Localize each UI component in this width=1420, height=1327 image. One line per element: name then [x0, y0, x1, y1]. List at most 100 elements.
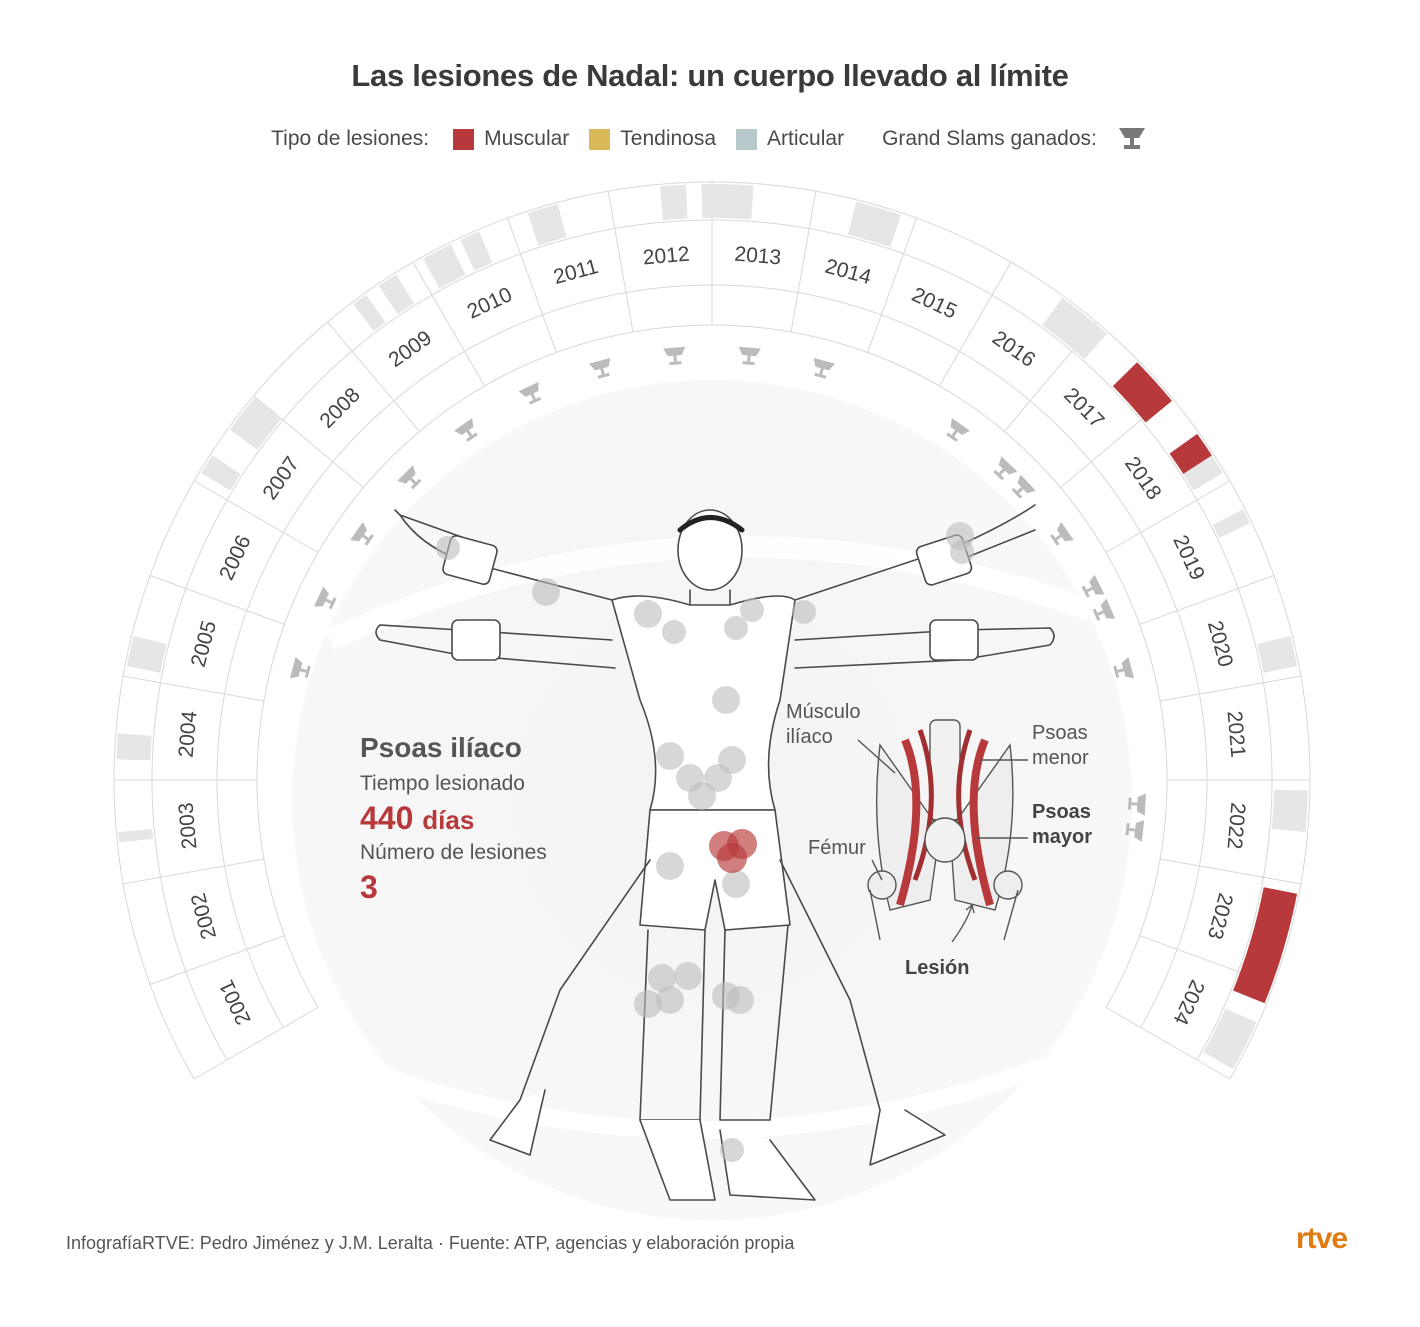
year-divider: [939, 261, 1012, 387]
injury-info-panel: Psoas ilíaco Tiempo lesionado 440 días N…: [360, 732, 547, 910]
head: [677, 509, 743, 591]
year-label-2004: 2004: [175, 710, 202, 759]
year-label-2005: 2005: [187, 618, 221, 669]
trophy-icon: [1118, 128, 1145, 149]
legend-injury-type-label: Tipo de lesiones:: [271, 127, 430, 150]
year-label-2003: 2003: [175, 802, 202, 851]
year-label-2021: 2021: [1222, 710, 1249, 759]
year-label-2002: 2002: [187, 891, 221, 942]
trophy-icon: [1011, 474, 1036, 499]
headband: [677, 515, 745, 533]
psoas-dot: [717, 843, 747, 873]
trophy-icon: [589, 357, 611, 379]
trophy-icon: [1050, 522, 1074, 546]
year-divider: [607, 190, 634, 332]
year-label-2009: 2009: [385, 326, 436, 372]
legend-swatch-muscular: [453, 128, 475, 150]
footer-credits: InfografíaRTVE: Pedro Jiménez y J.M. Ler…: [66, 1233, 795, 1253]
year-label-2006: 2006: [215, 532, 256, 584]
injury-bar-psoas: [1112, 362, 1172, 423]
year-label-2020: 2020: [1203, 618, 1237, 669]
year-divider: [149, 575, 285, 625]
injury-bar-other: [423, 244, 466, 289]
spread-legs: [519, 859, 881, 1111]
year-label-2001: 2001: [215, 976, 256, 1028]
trophy-icon: [813, 357, 835, 379]
left-arm-lower: [375, 624, 616, 669]
trophy-icon: [993, 456, 1018, 481]
injury-bar-other: [229, 396, 282, 450]
trophy-icon: [350, 522, 374, 546]
year-label-2019: 2019: [1168, 532, 1209, 584]
grand-slam-trophies: [289, 346, 1146, 842]
injury-count-label: Número de lesiones: [360, 841, 547, 864]
trophy-icon: [1081, 574, 1105, 598]
page-title: Las lesiones de Nadal: un cuerpo llevado…: [351, 58, 1069, 93]
trophy-icon: [314, 586, 337, 610]
injury-bar-other: [1203, 1008, 1257, 1069]
year-label-2008: 2008: [315, 383, 364, 432]
anno-psoas-mayor: Psoas mayor: [1032, 801, 1093, 848]
injury-bar-psoas: [1169, 433, 1212, 474]
rtve-logo: rtve: [1296, 1222, 1348, 1255]
year-divider: [149, 935, 285, 985]
injury-bar-psoas: [1233, 887, 1298, 1004]
injury-bar-other: [660, 184, 688, 221]
year-label-2017: 2017: [1059, 383, 1108, 432]
pelvis-illustration: [857, 719, 1028, 943]
injury-bar-other: [1212, 509, 1250, 539]
injury-bar-other: [116, 733, 152, 761]
legend-label-tendinosa: Tendinosa: [620, 127, 717, 150]
year-label-2011: 2011: [551, 255, 601, 289]
left-wristband: [451, 619, 501, 661]
legend: Tipo de lesiones: Muscular Tendinosa Art…: [0, 126, 1420, 152]
anno-musculo-iliaco: Músculo ilíaco: [786, 701, 861, 748]
legend-label-muscular: Muscular: [484, 127, 570, 150]
trophy-icon: [1113, 657, 1135, 679]
trophy-icon: [1092, 598, 1116, 621]
trophy-icon: [738, 346, 761, 366]
trophy-icon: [1125, 820, 1145, 842]
trophy-icon: [946, 418, 970, 442]
spread-shoes: [489, 1089, 946, 1166]
year-label-2018: 2018: [1120, 453, 1166, 504]
year-divider: [1160, 675, 1302, 702]
year-label-2023: 2023: [1203, 891, 1237, 942]
trophy-icon: [1127, 793, 1146, 816]
year-rings: [113, 181, 1311, 1080]
injury-bar-other: [353, 294, 386, 332]
injury-dots: [436, 522, 974, 1162]
injury-bar-other: [527, 204, 567, 246]
time-injured-value: 440 días: [360, 800, 475, 836]
year-label-2013: 2013: [734, 243, 783, 270]
injury-name: Psoas ilíaco: [360, 732, 522, 763]
injury-bars: [116, 184, 1308, 1069]
year-divider: [1139, 575, 1275, 625]
year-label-2022: 2022: [1222, 802, 1249, 851]
injury-bar-other: [118, 828, 154, 843]
year-divider: [193, 1007, 319, 1080]
anno-femur: Fémur: [808, 837, 866, 859]
year-label-2012: 2012: [642, 243, 691, 270]
injury-bar-other: [1042, 297, 1096, 350]
year-divider: [790, 190, 817, 332]
time-injured-label: Tiempo lesionado: [360, 772, 525, 795]
injury-bar-other: [1177, 446, 1223, 491]
trophy-icon: [454, 418, 478, 442]
legend-swatch-tendinosa: [589, 128, 611, 150]
legend-swatch-articular: [736, 128, 758, 150]
year-divider: [867, 217, 917, 353]
year-divider: [1105, 1007, 1231, 1080]
year-label-2014: 2014: [823, 255, 874, 289]
injury-count-value: 3: [360, 869, 378, 905]
year-label-2010: 2010: [464, 283, 516, 324]
right-arm-lower: [794, 627, 1055, 669]
injury-bar-other: [1271, 789, 1308, 832]
trophy-icon: [663, 346, 686, 366]
legend-label-articular: Articular: [767, 127, 845, 150]
year-divider: [412, 261, 485, 387]
injury-bar-other: [126, 635, 167, 673]
anno-lesion: Lesión: [905, 957, 970, 979]
year-label-2015: 2015: [908, 283, 960, 324]
